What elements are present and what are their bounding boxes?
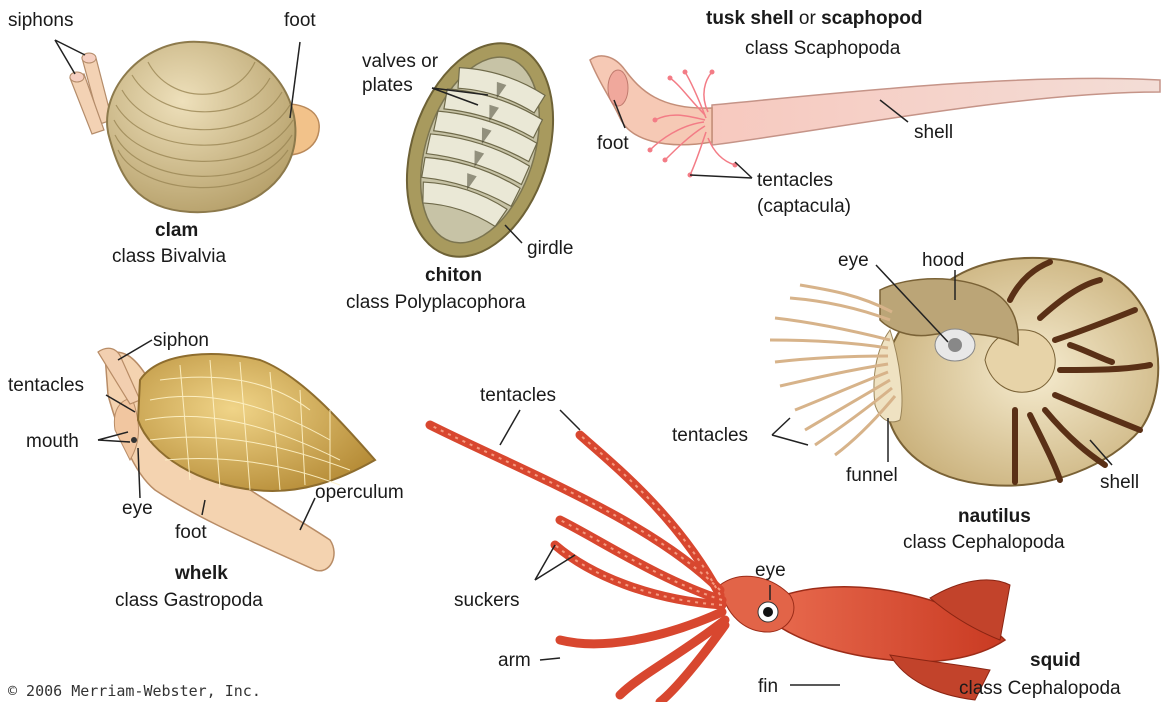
label-operculum: operculum bbox=[315, 482, 404, 504]
label-girdle: girdle bbox=[527, 238, 573, 260]
tusk-class: class Scaphopoda bbox=[745, 38, 900, 60]
clam-name: clam bbox=[155, 220, 198, 242]
label-arm: arm bbox=[498, 650, 531, 672]
label-nautilus-tentacles: tentacles bbox=[672, 425, 748, 447]
label-nautilus-eye: eye bbox=[838, 250, 869, 272]
label-valves: valves or plates bbox=[362, 50, 438, 98]
whelk-name: whelk bbox=[175, 563, 228, 585]
label-funnel: funnel bbox=[846, 465, 898, 487]
label-squid-eye: eye bbox=[755, 560, 786, 582]
label-tusk-foot: foot bbox=[597, 133, 629, 155]
label-siphons: siphons bbox=[8, 10, 74, 32]
tusk-name-a: tusk shell bbox=[706, 8, 794, 29]
label-tusk-tentacles: tentacles bbox=[757, 170, 833, 192]
chiton-name: chiton bbox=[425, 265, 482, 287]
tusk-name: tusk shell or scaphopod bbox=[706, 8, 922, 30]
tusk-name-or: or bbox=[794, 8, 821, 29]
copyright-notice: © 2006 Merriam-Webster, Inc. bbox=[8, 682, 261, 700]
label-nautilus-shell: shell bbox=[1100, 472, 1139, 494]
label-captacula: (captacula) bbox=[757, 196, 851, 218]
label-fin: fin bbox=[758, 676, 778, 698]
clam-illustration bbox=[70, 42, 319, 212]
label-clam-foot: foot bbox=[284, 10, 316, 32]
squid-arms bbox=[430, 425, 725, 702]
label-hood: hood bbox=[922, 250, 964, 272]
nautilus-name: nautilus bbox=[958, 506, 1031, 528]
label-mouth: mouth bbox=[26, 431, 79, 453]
whelk-class: class Gastropoda bbox=[115, 590, 263, 612]
nautilus-class: class Cephalopoda bbox=[903, 532, 1065, 554]
label-siphon: siphon bbox=[153, 330, 209, 352]
label-tusk-shell: shell bbox=[914, 122, 953, 144]
chiton-class: class Polyplacophora bbox=[346, 292, 526, 314]
label-whelk-eye: eye bbox=[122, 498, 153, 520]
label-suckers: suckers bbox=[454, 590, 519, 612]
clam-shell bbox=[107, 42, 295, 212]
label-whelk-tentacles: tentacles bbox=[8, 375, 84, 397]
tusk-name-b: scaphopod bbox=[821, 8, 922, 29]
squid-class: class Cephalopoda bbox=[959, 678, 1121, 700]
squid-name: squid bbox=[1030, 650, 1081, 672]
label-squid-tentacles: tentacles bbox=[480, 385, 556, 407]
tusk-foot bbox=[590, 56, 712, 145]
tusk-shell-illustration bbox=[590, 56, 1160, 178]
label-whelk-foot: foot bbox=[175, 522, 207, 544]
whelk-illustration bbox=[98, 348, 375, 571]
clam-class: class Bivalvia bbox=[112, 246, 226, 268]
